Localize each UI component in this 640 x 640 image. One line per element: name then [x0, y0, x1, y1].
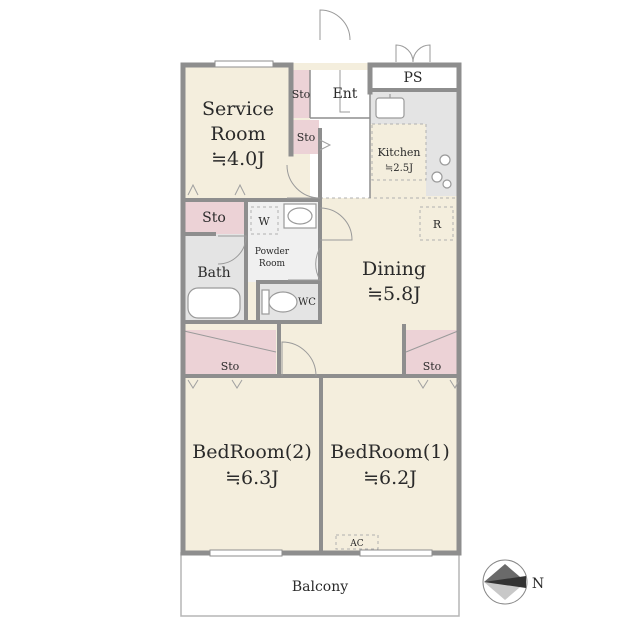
- marker-6: [449, 379, 460, 390]
- marker-1: [187, 183, 199, 196]
- bedroom1-area: ≒6.2J: [363, 467, 417, 489]
- door-service: [286, 164, 321, 199]
- bedroom1-label: BedRoom(1): [330, 441, 449, 463]
- storage-bed2-label: Sto: [221, 360, 240, 373]
- entrance-label: Ent: [333, 86, 358, 102]
- dining-area: ≒5.8J: [367, 283, 421, 305]
- door-bath: [217, 235, 247, 265]
- door-ps-left: [395, 44, 414, 63]
- bedroom2-label: BedRoom(2): [192, 441, 311, 463]
- door-dining: [319, 207, 353, 241]
- marker-4: [231, 379, 243, 389]
- window-service: [214, 60, 274, 68]
- ps-area: [370, 66, 458, 90]
- marker-5: [417, 379, 429, 389]
- marker-7: [319, 139, 332, 151]
- wc-label: WC: [298, 297, 316, 308]
- sink-icon: [283, 203, 317, 229]
- aircon-label: AC: [349, 539, 363, 549]
- toilet-icon: [261, 289, 298, 315]
- window-bed2: [209, 549, 283, 557]
- ps-label: PS: [403, 70, 422, 86]
- powder-room-label-2: Room: [259, 259, 286, 269]
- storage-bed2-diagonal: [183, 330, 277, 353]
- storage-bed1-diagonal: [405, 330, 459, 353]
- window-bed1: [359, 549, 433, 557]
- bathtub-icon: [187, 287, 241, 319]
- dining-label: Dining: [362, 258, 426, 280]
- kitchen-label-zone: [371, 123, 427, 181]
- washer-space: [250, 206, 279, 235]
- marker-3: [187, 379, 199, 389]
- door-bed2: [281, 341, 317, 377]
- fridge-space: [419, 206, 454, 241]
- storage-left: [183, 201, 246, 234]
- storage-entrance-top-label: Sto: [292, 88, 311, 101]
- storage-bed1-label: Sto: [423, 360, 442, 373]
- aircon-space: [335, 534, 379, 550]
- door-ps-right: [412, 44, 431, 63]
- balcony-label: Balcony: [292, 579, 348, 595]
- service-room-label-1: Service: [202, 98, 274, 120]
- service-room-area: ≒4.0J: [211, 148, 265, 170]
- stove-burners-icon: [431, 154, 452, 189]
- powder-room-label-1: Powder: [255, 247, 290, 257]
- bath-label: Bath: [197, 265, 230, 281]
- door-wc: [288, 247, 321, 281]
- kitchen-area: ≒2.5J: [385, 163, 413, 174]
- service-room-label-2: Room: [210, 123, 265, 145]
- compass-icon: [482, 559, 528, 605]
- door-entrance: [319, 9, 351, 41]
- washer-label: W: [258, 215, 270, 228]
- storage-entrance-mid: [291, 120, 319, 154]
- entrance-shoe-rack: [339, 70, 350, 113]
- marker-2: [234, 183, 246, 196]
- balcony-area: [180, 552, 460, 617]
- kitchen-sink-icon: [375, 94, 405, 119]
- storage-bed1: [406, 330, 458, 375]
- storage-entrance-mid-label: Sto: [297, 131, 316, 144]
- fridge-label: R: [433, 218, 442, 231]
- storage-entrance-top: [291, 70, 310, 118]
- storage-bed2: [184, 330, 276, 375]
- storage-left-label: Sto: [202, 210, 226, 226]
- bedroom2-area: ≒6.3J: [225, 467, 279, 489]
- kitchen-label: Kitchen: [378, 146, 421, 159]
- compass-north-label: N: [532, 576, 544, 592]
